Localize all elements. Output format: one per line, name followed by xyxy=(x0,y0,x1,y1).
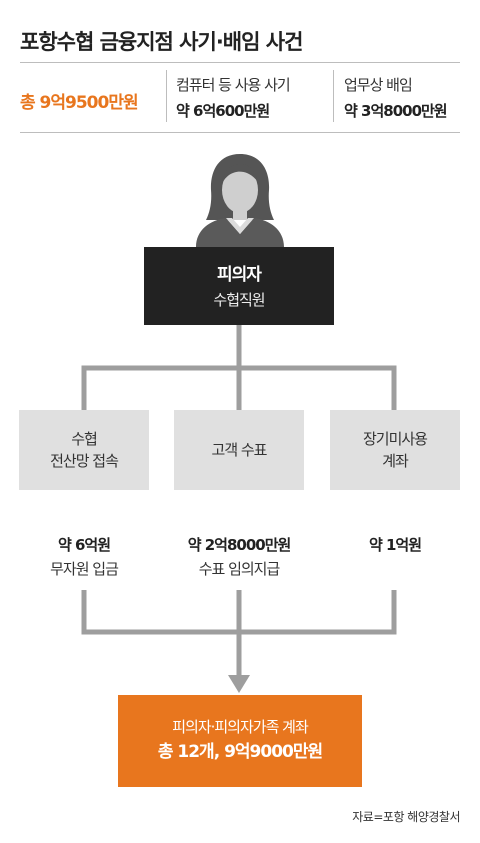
page-title: 포항수협 금융지점 사기·배임 사건 xyxy=(20,30,303,54)
method-box-dormant-account: 장기미사용 계좌 xyxy=(330,410,460,490)
amount-value: 약 1억원 xyxy=(368,536,422,554)
summary-separator xyxy=(333,70,334,122)
summary-total: 총 9억9500만원 xyxy=(20,93,139,113)
destination-value: 총 12개, 9억9000만원 xyxy=(157,742,323,763)
summary-separator xyxy=(166,70,167,122)
amount-check: 약 2억8000만원 수표 임의지급 xyxy=(164,533,314,581)
amount-network: 약 6억원 무자원 입금 xyxy=(9,533,159,581)
amount-detail: 무자원 입금 xyxy=(50,560,119,578)
amount-detail: 수표 임의지급 xyxy=(198,560,281,578)
summary-breach-value: 약 3억8000만원 xyxy=(344,102,448,120)
summary-fraud-value: 약 6억600만원 xyxy=(176,102,270,120)
summary-breach-label: 업무상 배임 xyxy=(344,76,413,94)
method-box-check: 고객 수표 xyxy=(174,410,304,490)
destination-title: 피의자·피의자가족 계좌 xyxy=(172,718,309,737)
method-label-line: 전산망 접속 xyxy=(50,452,119,470)
suspect-person-icon xyxy=(196,154,284,247)
suspect-title: 피의자 xyxy=(217,265,262,285)
method-label-line: 고객 수표 xyxy=(211,440,268,459)
title-divider xyxy=(20,62,460,63)
arrow-down-icon xyxy=(228,675,250,693)
amount-dormant-account: 약 1억원 xyxy=(320,533,470,557)
amount-value: 약 6억원 xyxy=(57,536,111,554)
source-credit: 자료=포항 해양경찰서 xyxy=(352,810,460,824)
method-label-line: 수협 xyxy=(71,429,98,448)
summary-divider xyxy=(20,132,460,133)
method-box-network: 수협 전산망 접속 xyxy=(19,410,149,490)
method-label-line: 장기미사용 xyxy=(362,429,428,448)
suspect-box: 피의자 수협직원 xyxy=(144,247,334,325)
summary-fraud-label: 컴퓨터 등 사용 사기 xyxy=(176,76,291,94)
method-label-line: 계좌 xyxy=(382,452,409,470)
amount-value: 약 2억8000만원 xyxy=(187,536,292,554)
suspect-subtitle: 수협직원 xyxy=(213,291,265,309)
destination-box: 피의자·피의자가족 계좌 총 12개, 9억9000만원 xyxy=(118,695,362,787)
